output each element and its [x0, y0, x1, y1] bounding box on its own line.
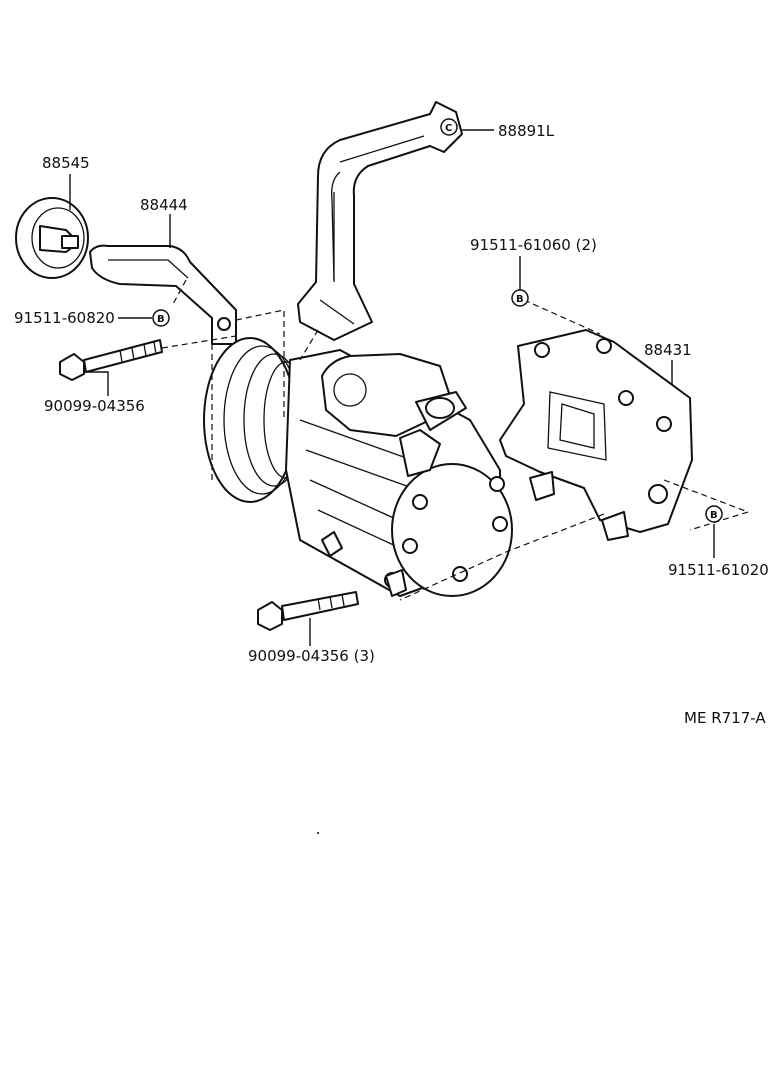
bracket-marker-c: C	[445, 123, 452, 134]
callout-lines	[69, 129, 715, 646]
compressor-bracket-88891L: C	[297, 101, 463, 341]
marker-b-label: B	[157, 314, 165, 325]
label-88545: 88545	[42, 154, 90, 172]
marker-b-60820: B	[152, 309, 170, 327]
alignment-lines	[161, 279, 750, 601]
bolt-90099-04356-upper	[59, 339, 163, 381]
marker-b-label: B	[516, 294, 524, 305]
label-91511-60820: 91511-60820	[14, 309, 115, 327]
label-88431: 88431	[644, 341, 692, 359]
stray-dot	[317, 832, 319, 834]
label-88444: 88444	[140, 196, 188, 214]
ac-compressor	[203, 337, 513, 597]
label-88891L: 88891L	[498, 122, 555, 140]
label-91511-61020: 91511-61020	[668, 561, 769, 579]
diagram-reference-code: ME R717-A	[684, 709, 766, 727]
compressor-mount-88431	[499, 329, 693, 541]
marker-b-label: B	[710, 510, 718, 521]
marker-b-61060: B	[511, 289, 529, 307]
label-91511-61060: 91511-61060 (2)	[470, 236, 597, 254]
marker-b-61020: B	[705, 505, 723, 523]
adjusting-bracket-88444	[89, 244, 237, 345]
bolt-90099-04356-lower	[257, 591, 359, 631]
label-90099-04356-lower: 90099-04356 (3)	[248, 647, 375, 665]
label-90099-04356-upper: 90099-04356	[44, 397, 145, 415]
